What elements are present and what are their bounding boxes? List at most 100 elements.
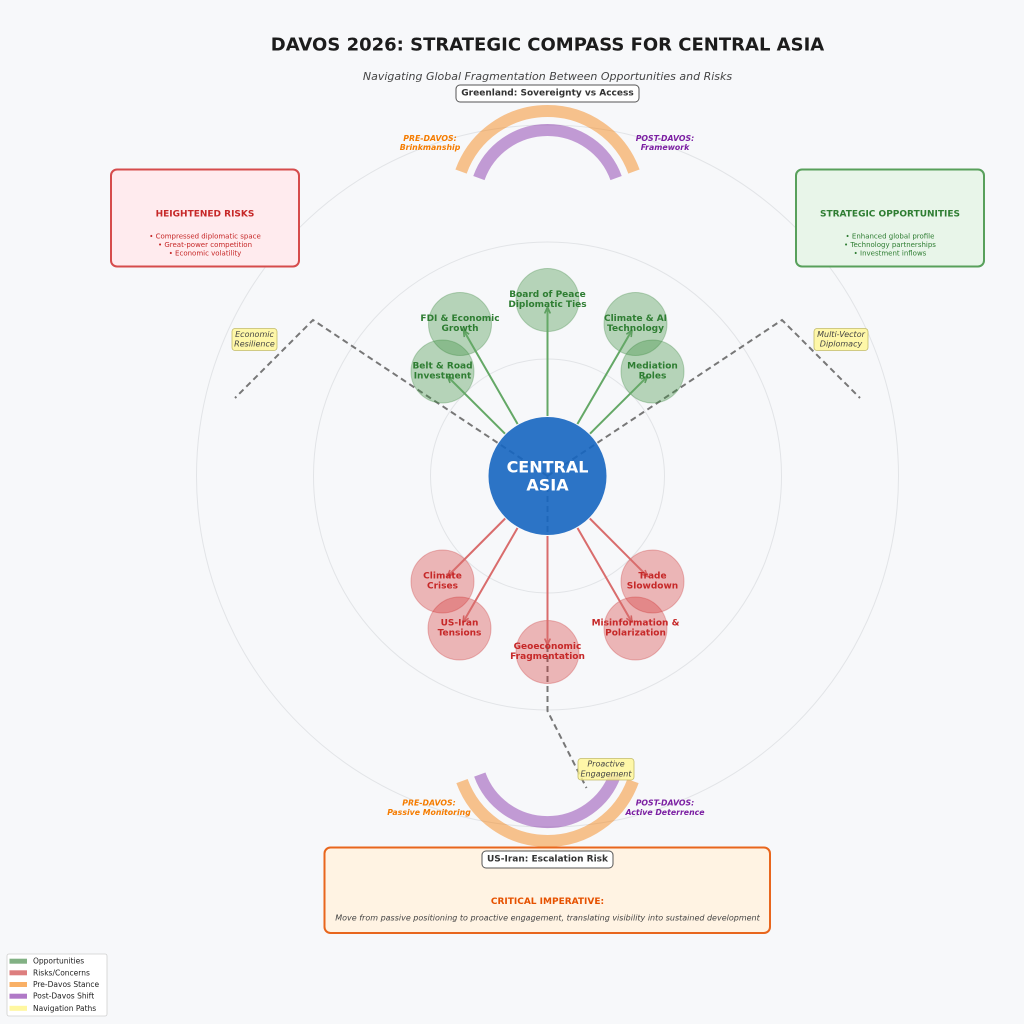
legend-label: Pre-Davos Stance bbox=[33, 980, 99, 989]
legend-label: Post-Davos Shift bbox=[33, 992, 94, 1001]
arrow-to-misinformation bbox=[576, 527, 633, 622]
post-davos-stance: Active Deterrence bbox=[624, 808, 704, 817]
node-label-line: Roles bbox=[639, 372, 667, 382]
scenario-label: US-Iran: Escalation Risk bbox=[487, 855, 609, 865]
nav-label-line: Economic bbox=[235, 330, 274, 339]
node-label-line: Slowdown bbox=[627, 582, 678, 592]
center-label-line: CENTRAL bbox=[507, 458, 589, 477]
scenario-us-iran-arcs: PRE-DAVOS: Passive Monitoring POST-DAVOS… bbox=[387, 772, 705, 847]
legend-box bbox=[6, 953, 108, 1017]
pre-davos-stance: Brinkmanship bbox=[400, 143, 461, 152]
arrow-to-climate-crises bbox=[447, 517, 506, 577]
opportunity-node-climate-ai bbox=[603, 292, 668, 356]
legend-label: Navigation Paths bbox=[33, 1004, 96, 1013]
panel-box bbox=[110, 168, 300, 268]
pre-davos-heading: PRE-DAVOS: bbox=[403, 134, 457, 143]
imperative-box bbox=[323, 846, 771, 934]
nav-path-multi-vector-diplomacy bbox=[546, 318, 861, 477]
arrow-to-trade-slowdown bbox=[589, 517, 648, 577]
legend-label: Opportunities bbox=[33, 957, 84, 966]
arrow-to-mediation bbox=[589, 376, 648, 435]
node-label-line: Trade bbox=[638, 572, 666, 582]
imperative-heading: CRITICAL IMPERATIVE: bbox=[491, 897, 604, 907]
post-davos-heading: POST-DAVOS: bbox=[636, 134, 695, 143]
legend-swatch bbox=[9, 970, 27, 976]
legend-item-pre-davos: Pre-Davos Stance bbox=[9, 980, 99, 989]
nav-label-line: Multi-Vector bbox=[817, 330, 865, 339]
opportunity-arrows bbox=[448, 307, 648, 435]
central-asia-hub: CENTRAL ASIA bbox=[488, 417, 607, 535]
legend-swatch bbox=[9, 958, 27, 964]
node-label-line: Climate & AI bbox=[604, 314, 667, 324]
node-label-line: Technology bbox=[607, 324, 664, 334]
page-title: DAVOS 2026: STRATEGIC COMPASS FOR CENTRA… bbox=[271, 35, 824, 56]
panel-bullet: • Economic volatility bbox=[169, 249, 242, 257]
panel-bullet: • Great-power competition bbox=[158, 241, 252, 249]
nav-label-line: Diplomacy bbox=[820, 340, 863, 349]
node-label-line: Crises bbox=[427, 582, 458, 592]
arrow-to-us-iran bbox=[463, 527, 519, 622]
node-label-line: Mediation bbox=[627, 362, 678, 372]
panel-bullet: • Enhanced global profile bbox=[846, 233, 935, 241]
navigation-paths bbox=[234, 318, 861, 789]
opportunity-labels: Belt & Road Investment FDI & Economic Gr… bbox=[412, 290, 677, 382]
node-label-line: US-Iran bbox=[441, 619, 479, 629]
opportunity-node-fdi-growth bbox=[428, 292, 492, 356]
pre-davos-stance: Passive Monitoring bbox=[387, 808, 471, 817]
nav-label-economic-resilience: Economic Resilience bbox=[231, 328, 278, 351]
post-davos-stance: Framework bbox=[641, 143, 690, 152]
node-label-line: Board of Peace bbox=[509, 290, 586, 300]
nav-label-line: Proactive bbox=[587, 760, 624, 769]
risk-arrows bbox=[447, 517, 648, 646]
node-label-line: Fragmentation bbox=[510, 652, 585, 662]
nav-label-box bbox=[577, 758, 635, 781]
panel-bullet: • Technology partnerships bbox=[844, 241, 936, 249]
node-label-line: Tensions bbox=[438, 629, 482, 639]
nav-path-proactive-engagement bbox=[546, 476, 588, 789]
legend-item-risks: Risks/Concerns bbox=[9, 968, 90, 977]
risk-node-misinformation bbox=[603, 596, 668, 661]
node-label-line: Investment bbox=[414, 372, 472, 382]
outer-ring bbox=[196, 124, 899, 828]
center-label-line: ASIA bbox=[526, 476, 569, 495]
imperative-text: Move from passive positioning to proacti… bbox=[335, 914, 760, 923]
critical-imperative-panel: CRITICAL IMPERATIVE: Move from passive p… bbox=[323, 846, 771, 934]
node-label-line: FDI & Economic bbox=[420, 314, 499, 324]
panel-title: STRATEGIC OPPORTUNITIES bbox=[820, 209, 960, 219]
nav-path-economic-resilience bbox=[234, 318, 549, 477]
legend-swatch bbox=[9, 1005, 27, 1011]
node-label-line: Misinformation & bbox=[592, 619, 680, 629]
scenario-greenland: Greenland: Sovereignty vs Access PRE-DAV… bbox=[400, 84, 695, 181]
strategic-opportunities-panel: STRATEGIC OPPORTUNITIES • Enhanced globa… bbox=[795, 168, 985, 268]
pre-davos-arc bbox=[456, 779, 639, 847]
nav-label-proactive-engagement: Proactive Engagement bbox=[577, 758, 635, 781]
pre-davos-arc bbox=[455, 105, 640, 174]
heightened-risks-panel: HEIGHTENED RISKS • Compressed diplomatic… bbox=[110, 168, 300, 268]
legend: Opportunities Risks/Concerns Pre-Davos S… bbox=[6, 953, 108, 1017]
nav-label-box bbox=[813, 328, 869, 351]
nav-label-box bbox=[231, 328, 278, 351]
legend-item-opportunities: Opportunities bbox=[9, 957, 84, 966]
scenario-us-iran-label: US-Iran: Escalation Risk bbox=[481, 850, 614, 869]
panel-bullet: • Investment inflows bbox=[854, 249, 927, 257]
arrow-to-belt-road bbox=[448, 376, 506, 435]
risk-labels: Climate Crises US-Iran Tensions Geoecono… bbox=[423, 572, 679, 663]
node-label-line: Polarization bbox=[605, 629, 666, 639]
node-label-line: Diplomatic Ties bbox=[508, 300, 586, 310]
arrow-to-climate-ai bbox=[576, 330, 632, 425]
node-label-line: Growth bbox=[441, 324, 478, 334]
nav-label-line: Resilience bbox=[234, 340, 275, 349]
legend-swatch bbox=[9, 982, 27, 987]
panel-box bbox=[795, 168, 985, 268]
nav-label-multi-vector-diplomacy: Multi-Vector Diplomacy bbox=[813, 328, 869, 351]
header: DAVOS 2026: STRATEGIC COMPASS FOR CENTRA… bbox=[271, 35, 824, 84]
nav-label-line: Engagement bbox=[580, 770, 632, 779]
legend-item-post-davos: Post-Davos Shift bbox=[9, 992, 94, 1001]
center-circle bbox=[488, 417, 607, 535]
post-davos-arc bbox=[473, 123, 622, 181]
node-label-line: Climate bbox=[423, 572, 462, 582]
legend-swatch bbox=[9, 993, 27, 999]
scenario-label-box bbox=[481, 850, 614, 869]
scenario-label: Greenland: Sovereignty vs Access bbox=[461, 89, 633, 99]
